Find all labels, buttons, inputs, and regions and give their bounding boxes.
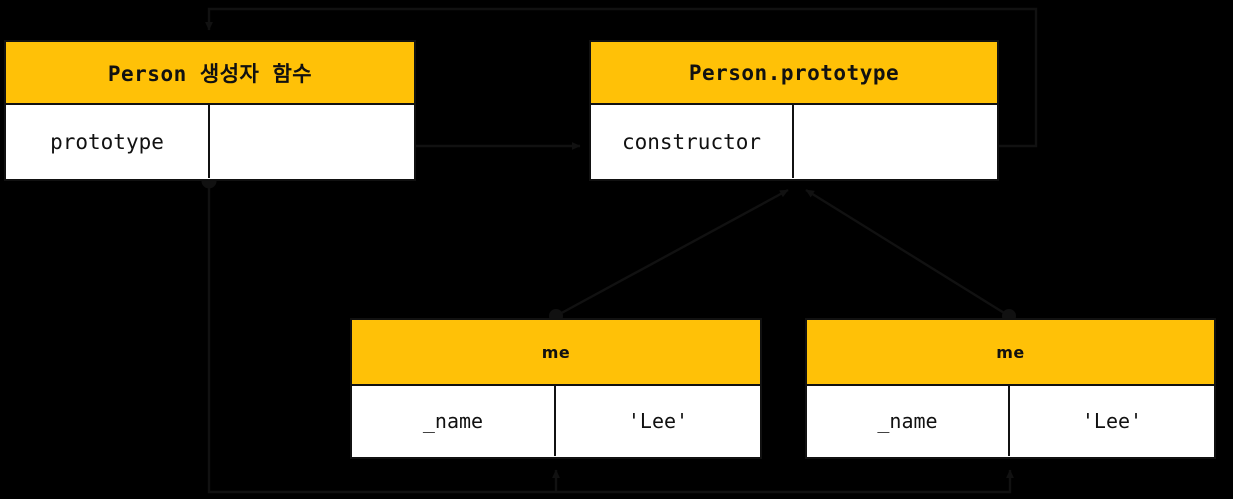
node-me-instance-1[interactable]: me _name 'Lee' [350, 318, 762, 459]
table-row: prototype [6, 105, 414, 178]
node-person-prototype-header: Person.prototype [591, 42, 997, 105]
node-person-constructor-header: Person 생성자 함수 [6, 42, 414, 105]
table-row: _name 'Lee' [807, 386, 1214, 456]
table-row: _name 'Lee' [352, 386, 760, 456]
cell-value-constructor [794, 105, 997, 178]
edge-me2-to-person-prototype [805, 188, 1016, 323]
cell-value-prototype [210, 105, 414, 178]
node-me-instance-2-header: me [807, 320, 1214, 386]
node-me-instance-2[interactable]: me _name 'Lee' [805, 318, 1216, 459]
cell-key-constructor: constructor [591, 105, 794, 178]
cell-value-name-2: 'Lee' [1010, 386, 1214, 456]
cell-key-prototype: prototype [6, 105, 210, 178]
edge-me1-to-person-prototype [549, 188, 789, 323]
cell-key-name-1: _name [352, 386, 556, 456]
cell-key-name-2: _name [807, 386, 1010, 456]
node-me-instance-1-header: me [352, 320, 760, 386]
table-row: constructor [591, 105, 997, 178]
node-person-constructor[interactable]: Person 생성자 함수 prototype [4, 40, 416, 181]
node-person-prototype[interactable]: Person.prototype constructor [589, 40, 999, 181]
cell-value-name-1: 'Lee' [556, 386, 760, 456]
